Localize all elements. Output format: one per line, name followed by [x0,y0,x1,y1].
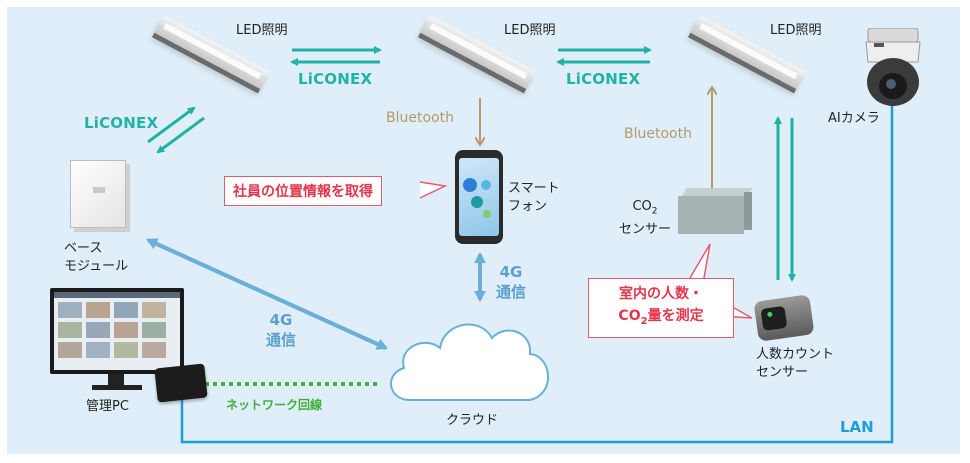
occupancy-callout-line1: 室内の人数・ [619,286,703,302]
occupancy-callout-suffix: 量を測定 [647,308,704,324]
admin-monitor-base [92,385,142,390]
liconex-link-led1-base [147,106,205,154]
location-callout: 社員の位置情報を取得 [224,176,382,206]
liconex-label-3: LiCONEX [84,114,159,132]
smartphone-label: スマート フォン [508,181,560,214]
cloud-icon [390,323,549,401]
liconex-label-1: LiCONEX [298,70,373,88]
occupancy-callout-tail [689,243,711,279]
people-counter-label: 人数カウント センサー [756,347,835,380]
cellular-label-2: 4G 通信 [496,263,527,301]
co2-sensor-label-co: CO [632,199,652,214]
bluetooth-label-2: Bluetooth [624,126,692,142]
network-label: ネットワーク回線 [226,398,323,412]
occupancy-callout-co: CO [618,308,641,324]
base-module-icon [70,160,126,228]
admin-pc-box-icon [154,363,208,403]
liconex-link-led1-led2 [290,46,382,66]
co2-sensor-icon [678,188,753,234]
people-counter-icon [753,294,815,342]
admin-monitor-stand [108,374,124,386]
occupancy-callout-sub: 2 [640,315,648,327]
bluetooth-label-1: Bluetooth [386,110,454,126]
ai-camera-label: AIカメラ [828,111,880,126]
occupancy-callout: 室内の人数・ CO2量を測定 [588,278,734,338]
led-label-1: LED照明 [236,23,288,38]
co2-sensor-label: CO2 センサー [614,198,676,239]
lan-line [180,104,894,444]
co2-sensor-label-line2: センサー [618,221,671,237]
liconex-link-led2-led3 [556,46,652,66]
lan-label: LAN [840,418,874,436]
admin-monitor-icon [50,288,184,374]
cellular-link-base-cloud [146,238,388,350]
ai-camera-icon [865,28,921,106]
led-label-3: LED照明 [770,23,822,38]
base-module-label: ベース モジュール [64,241,129,274]
led-label-2: LED照明 [504,23,556,38]
admin-pc-label: 管理PC [86,399,129,414]
cloud-label: クラウド [446,413,499,428]
liconex-label-2: LiCONEX [566,70,641,88]
co2-sensor-label-sub: 2 [651,206,658,217]
liconex-link-led3-counter [774,116,796,282]
location-callout-tail [419,181,448,199]
smartphone-icon [455,150,503,244]
location-callout-text: 社員の位置情報を取得 [233,184,373,200]
cellular-label-1: 4G 通信 [266,311,297,349]
